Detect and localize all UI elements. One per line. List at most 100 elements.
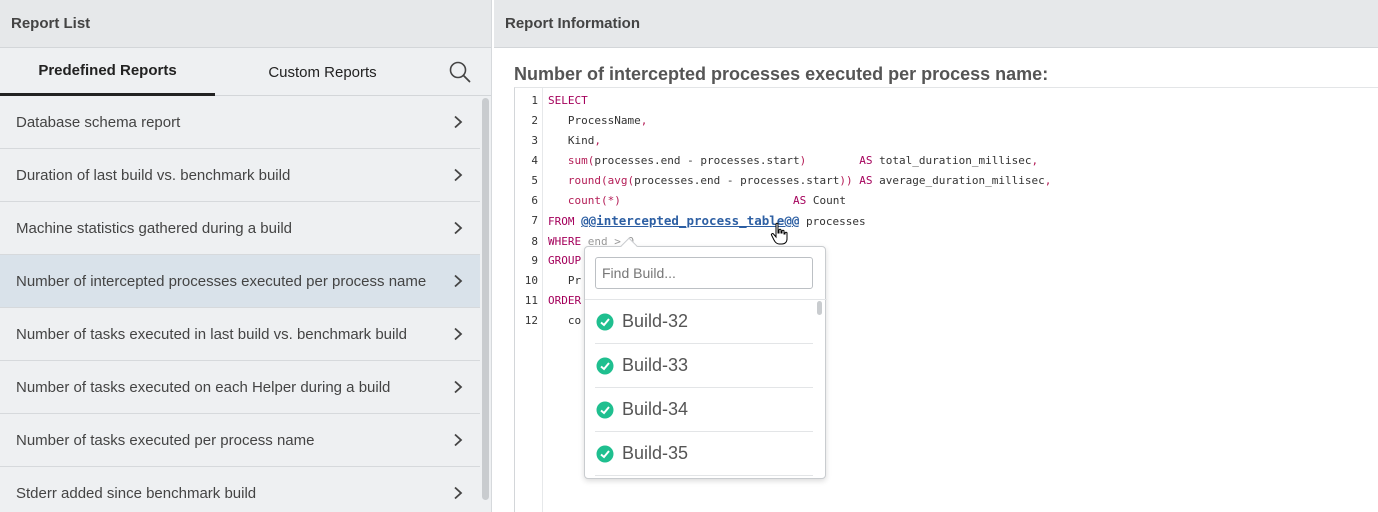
code-text: co [548, 314, 582, 327]
report-item-label: Duration of last build vs. benchmark bui… [16, 166, 291, 184]
code-punct: , [1044, 174, 1052, 187]
sql-editor[interactable]: 1 2 3 4 5 6 7 8 9 10 11 12 SELECT Proces… [514, 87, 1378, 512]
build-picker-dropdown: Build-32 Build-33 Build-34 Build-35 [584, 237, 827, 479]
report-list-panel: Report List Predefined Reports Custom Re… [0, 0, 492, 512]
check-circle-icon [596, 401, 614, 418]
chevron-right-icon [454, 433, 463, 447]
code-text: processes.end - processes.start [634, 174, 840, 187]
line-number-gutter: 1 2 3 4 5 6 7 8 9 10 11 12 [515, 88, 543, 512]
sql-keyword: GROUP [548, 254, 582, 267]
code-text: average_duration_millisec [872, 174, 1045, 187]
build-label: Build-32 [622, 311, 689, 331]
report-information-panel: Report Information Number of intercepted… [494, 0, 1378, 512]
build-item[interactable]: Build-33 [595, 344, 813, 388]
report-item-tasks-last-vs-benchmark[interactable]: Number of tasks executed in last build v… [0, 308, 480, 361]
code-punct: ) [799, 154, 807, 167]
chevron-right-icon [454, 486, 463, 500]
code-line-10: Pr [548, 274, 581, 287]
check-circle-icon [596, 445, 614, 462]
dropdown-scrollbar[interactable] [817, 301, 822, 315]
report-title: Number of intercepted processes executed… [514, 64, 1049, 84]
code-punct: , [594, 134, 601, 147]
report-list-scrollbar[interactable] [482, 98, 489, 500]
build-item[interactable]: Build-34 [595, 388, 813, 432]
check-circle-icon [596, 357, 614, 374]
sql-keyword: WHERE [548, 235, 582, 248]
build-label: Build-33 [622, 355, 689, 375]
code-text: total_duration_millisec [872, 154, 1032, 167]
report-item-machine-statistics[interactable]: Machine statistics gathered during a bui… [0, 202, 480, 255]
line-number: 6 [531, 194, 538, 207]
chevron-right-icon [454, 274, 463, 288]
line-number: 8 [531, 235, 538, 248]
build-item[interactable]: Build-35 [595, 432, 813, 476]
code-spacing [621, 194, 793, 207]
report-item-label: Database schema report [16, 113, 181, 131]
chevron-right-icon [454, 380, 463, 394]
code-line-1: SELECT [548, 94, 588, 107]
code-spacing [806, 154, 859, 167]
sql-keyword: AS [859, 154, 873, 167]
code-text: ProcessName [548, 114, 641, 127]
report-item-label: Stderr added since benchmark build [16, 484, 257, 502]
build-item[interactable]: Build-32 [595, 300, 813, 344]
code-line-2: ProcessName, [548, 114, 647, 127]
tab-predefined-reports[interactable]: Predefined Reports [0, 48, 215, 96]
code-line-4: sum(processes.end - processes.start) AS … [548, 154, 1038, 167]
code-punct: )) [839, 174, 853, 187]
sql-function: round( [548, 174, 608, 187]
sql-keyword: SELECT [548, 94, 588, 107]
line-number: 12 [524, 314, 538, 327]
report-item-intercepted-processes[interactable]: Number of intercepted processes executed… [0, 255, 480, 308]
check-circle-icon [596, 313, 614, 330]
chevron-right-icon [454, 327, 463, 341]
sql-keyword: AS [859, 174, 873, 187]
code-text: processes.end - processes.start [594, 154, 800, 167]
tab-custom-reports[interactable]: Custom Reports [268, 63, 377, 81]
report-item-label: Number of tasks executed per process nam… [16, 431, 315, 449]
line-number: 10 [524, 274, 538, 287]
report-item-label: Machine statistics gathered during a bui… [16, 219, 292, 237]
report-information-header: Report Information [494, 0, 1378, 48]
report-item-database-schema[interactable]: Database schema report [0, 96, 480, 149]
report-item-stderr-added[interactable]: Stderr added since benchmark build [0, 467, 480, 512]
chevron-right-icon [454, 168, 463, 182]
code-line-5: round(avg(processes.end - processes.star… [548, 174, 1052, 187]
report-list-header: Report List [0, 0, 491, 48]
code-text: processes [799, 215, 866, 228]
line-number: 11 [524, 294, 538, 307]
sql-function: count(*) [548, 194, 621, 207]
code-text: Count [806, 194, 847, 207]
line-number: 1 [531, 94, 538, 107]
report-item-tasks-per-helper[interactable]: Number of tasks executed on each Helper … [0, 361, 480, 414]
code-punct: , [1031, 154, 1039, 167]
search-icon[interactable] [448, 60, 472, 84]
build-label: Build-35 [622, 443, 689, 463]
code-line-7: FROM @@intercepted_process_table@@ proce… [548, 213, 866, 228]
code-punct: , [640, 114, 648, 127]
sql-keyword: FROM [548, 215, 575, 228]
code-text: Kind [548, 134, 595, 147]
report-item-duration-last-build[interactable]: Duration of last build vs. benchmark bui… [0, 149, 480, 202]
code-line-6: count(*) AS Count [548, 194, 846, 207]
code-line-12: co [548, 314, 581, 327]
sql-function: sum( [548, 154, 595, 167]
line-number: 7 [531, 214, 538, 227]
build-label: Build-34 [622, 399, 689, 419]
code-text: Pr [548, 274, 582, 287]
line-number: 9 [531, 254, 538, 267]
code-line-9: GROUP [548, 254, 581, 267]
line-number: 4 [531, 154, 538, 167]
table-placeholder-link[interactable]: @@intercepted_process_table@@ [581, 213, 800, 228]
report-item-tasks-per-process[interactable]: Number of tasks executed per process nam… [0, 414, 480, 467]
hand-pointer-icon [770, 222, 788, 245]
sql-keyword: AS [793, 194, 807, 207]
report-tabs: Predefined Reports Custom Reports [0, 48, 491, 96]
line-number: 5 [531, 174, 538, 187]
report-item-label: Number of tasks executed on each Helper … [16, 378, 391, 396]
line-number: 3 [531, 134, 538, 147]
find-build-input[interactable] [595, 257, 813, 289]
line-number: 2 [531, 114, 538, 127]
report-item-label: Number of intercepted processes executed… [16, 272, 427, 290]
chevron-right-icon [454, 115, 463, 129]
